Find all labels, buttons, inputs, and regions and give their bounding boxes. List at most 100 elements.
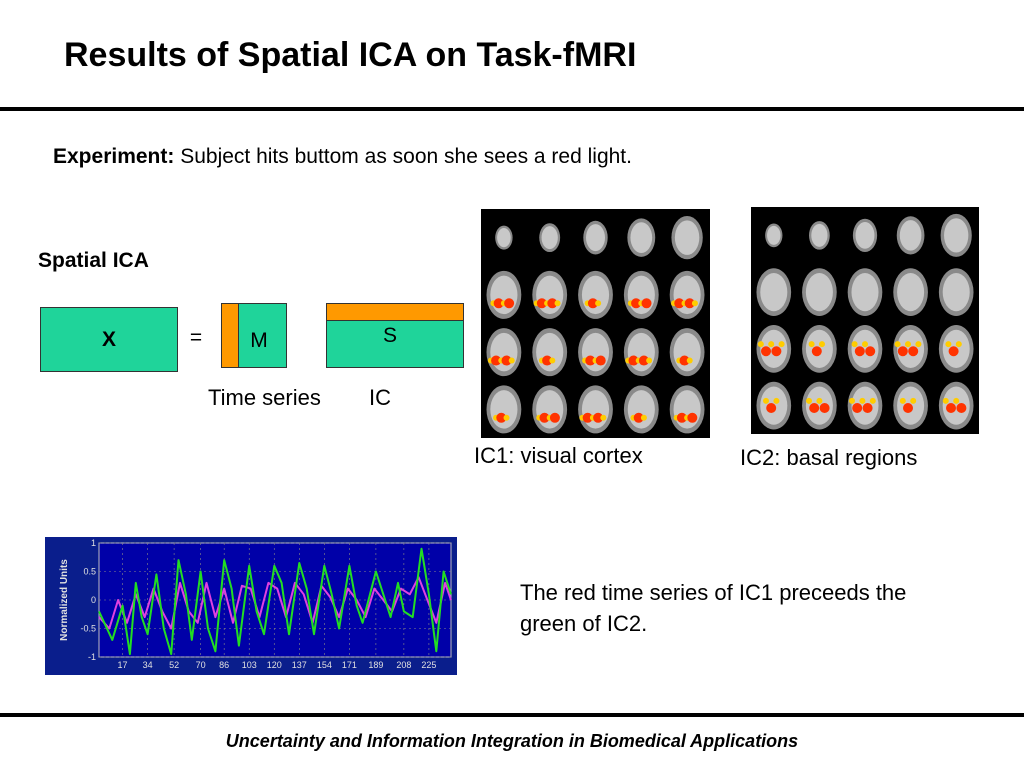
series-line — [98, 547, 452, 656]
footer-text: Uncertainty and Information Integration … — [225, 731, 799, 751]
activation-blob — [945, 341, 952, 348]
experiment-text: Subject hits buttom as soon she sees a r… — [174, 145, 632, 168]
x-tick-label: 52 — [169, 660, 179, 670]
activation-blob — [910, 397, 917, 404]
activation-blob — [862, 403, 873, 414]
bottom-rule — [0, 713, 1024, 717]
y-tick-label: -0.5 — [80, 624, 96, 634]
activation-blob — [585, 355, 596, 366]
activation-blob — [554, 300, 561, 307]
ic-label: IC — [369, 385, 391, 410]
x-tick-label: 137 — [292, 660, 307, 670]
brain-slice-inner — [851, 329, 879, 368]
activation-blob — [542, 355, 553, 366]
activation-blob — [595, 300, 602, 307]
activation-blob — [946, 403, 957, 414]
x-tick-label: 225 — [421, 660, 436, 670]
activation-blob — [641, 298, 652, 309]
activation-blob — [638, 355, 649, 366]
brain-slice-inner — [581, 390, 610, 429]
activation-blob — [676, 412, 687, 423]
spatial-ica-heading: Spatial ICA — [38, 249, 149, 272]
brain-slice-inner — [942, 386, 970, 425]
brain-slice-inner — [627, 390, 655, 429]
ic2-brain-image — [751, 207, 979, 434]
activation-blob — [809, 403, 820, 414]
x-tick-label: 189 — [368, 660, 383, 670]
activation-blob — [766, 403, 777, 414]
brain-slice-inner — [805, 386, 833, 425]
activation-blob — [628, 355, 639, 366]
y-tick-label: 0.5 — [83, 567, 96, 577]
activation-blob — [942, 397, 949, 404]
activation-blob — [903, 403, 914, 414]
brain-slice-inner — [536, 332, 564, 372]
activation-blob — [549, 412, 560, 423]
activation-blob — [508, 357, 515, 364]
activation-blob — [956, 403, 967, 414]
time-series-label: Time series — [208, 385, 321, 410]
activation-blob — [806, 397, 813, 404]
ic2-caption: IC2: basal regions — [740, 445, 918, 470]
m-matrix-label: M — [250, 329, 268, 352]
activation-blob — [684, 298, 695, 309]
x-tick-label: 103 — [242, 660, 257, 670]
activation-blob — [953, 397, 960, 404]
top-rule — [0, 107, 1024, 111]
activation-blob — [908, 346, 919, 357]
ic1-caption: IC1: visual cortex — [474, 443, 643, 468]
activation-blob — [808, 341, 815, 348]
activation-blob — [504, 298, 515, 309]
brain-slice-inner — [630, 222, 653, 254]
brain-slice-inner — [627, 332, 655, 372]
activation-blob — [865, 346, 876, 357]
brain-slice-inner — [585, 224, 606, 252]
x-tick-label: 171 — [342, 660, 357, 670]
brain-slice-inner — [536, 275, 564, 315]
activation-blob — [549, 357, 556, 364]
activation-blob — [811, 346, 822, 357]
brain-slice-inner — [674, 220, 700, 255]
x-tick-label: 208 — [396, 660, 411, 670]
brain-slice-inner — [673, 332, 701, 372]
activation-blob — [631, 298, 642, 309]
m-matrix — [238, 303, 287, 368]
brain-slice-inner — [490, 390, 518, 429]
brain-slice-inner — [805, 273, 833, 312]
x-matrix — [40, 307, 178, 372]
activation-blob — [593, 412, 604, 423]
activation-blob — [539, 412, 550, 423]
activation-blob — [547, 298, 558, 309]
brain-slice-inner — [851, 273, 879, 312]
brain-slice-inner — [490, 332, 518, 372]
x-matrix-label: X — [101, 328, 116, 351]
y-axis-label: Normalized Units — [59, 559, 70, 641]
brain-slice-inner — [541, 226, 558, 250]
experiment-line: Experiment: Subject hits buttom as soon … — [53, 145, 632, 169]
activation-blob — [503, 414, 510, 421]
x-tick-label: 120 — [267, 660, 282, 670]
activation-blob — [768, 341, 775, 348]
activation-blob — [496, 412, 507, 423]
activation-blob — [757, 341, 764, 348]
ic1-brain-slices — [486, 215, 705, 434]
activation-blob — [640, 414, 647, 421]
activation-blob — [674, 298, 685, 309]
m-matrix-column — [221, 303, 239, 368]
activation-blob — [679, 355, 690, 366]
activation-blob — [852, 403, 863, 414]
activation-blob — [905, 341, 912, 348]
activation-blob — [851, 341, 858, 348]
activation-blob — [859, 397, 866, 404]
activation-blob — [493, 298, 504, 309]
slide-title: Results of Spatial ICA on Task-fMRI — [64, 36, 637, 74]
brain-slice-inner — [673, 390, 701, 429]
x-tick-label: 17 — [118, 660, 128, 670]
activation-blob — [955, 341, 962, 348]
activation-blob — [686, 357, 693, 364]
brain-slice-inner — [581, 332, 610, 372]
brain-slice-inner — [811, 223, 828, 247]
activation-blob — [869, 397, 876, 404]
